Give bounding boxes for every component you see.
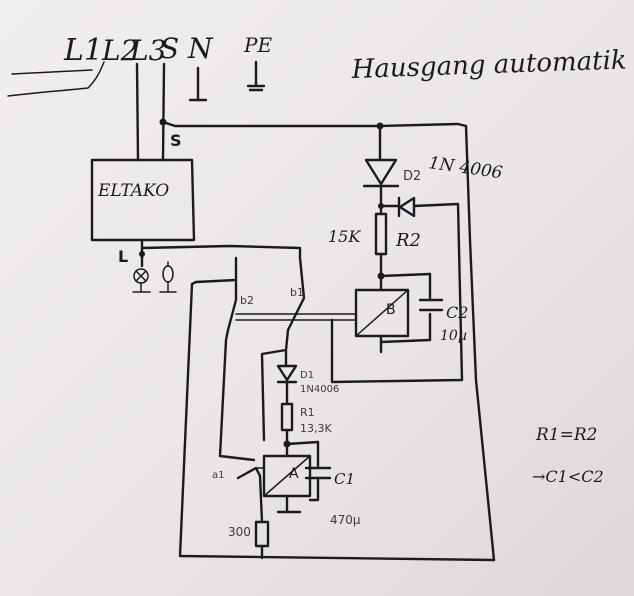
lamp-ground: [132, 282, 151, 293]
c2-label: C2: [446, 303, 468, 322]
l-node-label: L: [118, 247, 128, 266]
relay-b-diagonal: [355, 289, 409, 337]
r-bottom-value: 300: [228, 525, 251, 539]
b2-to-a1-wire: [218, 328, 256, 462]
contact-b2-switch: [226, 278, 238, 332]
b1-down-wire: [260, 328, 290, 442]
c2-value: 10µ: [440, 328, 467, 344]
contact-a1-switch: [236, 466, 262, 480]
r1-label: R1: [300, 406, 315, 419]
c2-top-wire: [379, 272, 432, 300]
buzzer-icon: [162, 265, 174, 283]
c2-capacitor: [418, 298, 444, 312]
note-capacitor-relation: →C1<C2: [532, 467, 604, 486]
relay-a-label: A: [289, 466, 299, 482]
r1-resistor: [280, 402, 294, 432]
terminal-l2-label: L2: [101, 34, 138, 67]
contact-a1-label: a1: [212, 470, 225, 481]
right-return-wire: [464, 124, 496, 562]
d2-label: D2: [403, 169, 421, 184]
note-equal-resistors: R1=R2: [535, 425, 597, 445]
outer-loop-wire: [178, 256, 496, 562]
r-bottom-resistor: [254, 520, 270, 548]
s-wire-to-eltako: [161, 62, 166, 162]
terminal-n-label: N: [187, 32, 214, 65]
feedback-diode-symbol: [398, 196, 416, 218]
terminal-s-label: S: [160, 32, 179, 65]
contact-b1-label: b1: [290, 286, 304, 299]
pe-terminal-stub: [246, 60, 266, 92]
diagram-title: Hausgang automatik: [350, 45, 627, 85]
c1-label: C1: [334, 470, 355, 488]
r2-label: R2: [395, 230, 421, 251]
lamp-cross: [135, 270, 147, 282]
terminal-l1-label: L1: [63, 33, 103, 68]
relay-b-label: B: [386, 302, 396, 318]
eltako-label: ELTAKO: [97, 181, 169, 201]
c1-bottom-wire: [308, 476, 320, 502]
contact-b2-label: b2: [240, 294, 254, 307]
contact-b1-switch: [286, 256, 306, 332]
d1-label: D1: [300, 370, 314, 381]
r2-resistor: [374, 212, 388, 256]
s-bus-top: [161, 120, 468, 128]
n-terminal-stub: [188, 66, 208, 102]
eltako-relay-box: [90, 158, 196, 242]
d1-part: 1N4006: [300, 384, 339, 395]
relay-a-diagonal: [263, 455, 311, 497]
relay-a-coil: [262, 454, 312, 498]
diode-part-number: 1N 4006: [427, 153, 504, 183]
feedback-wire: [330, 202, 464, 384]
r2-value: 15K: [328, 227, 361, 246]
a-bottom-lead: [276, 494, 302, 514]
c1-capacitor: [304, 466, 332, 480]
l1-underline: [11, 69, 93, 75]
buzzer-leads: [159, 261, 177, 293]
c1-top-wire: [285, 440, 320, 468]
d1-diode-symbol: [276, 364, 298, 382]
terminal-l3-label: L3: [129, 34, 166, 67]
l-feed-wire: [140, 244, 302, 260]
l1-squiggle-line: [7, 61, 105, 97]
c1-value: 470µ: [330, 513, 361, 527]
s-node-label: S: [170, 131, 182, 150]
d2-diode-symbol: [364, 158, 398, 186]
terminal-pe-label: PE: [243, 33, 272, 57]
l-wire-to-eltako: [135, 62, 140, 162]
r1-value: 13,3K: [300, 422, 332, 435]
c2-bottom-wire: [379, 312, 432, 344]
a1-to-r-wire: [258, 474, 264, 524]
